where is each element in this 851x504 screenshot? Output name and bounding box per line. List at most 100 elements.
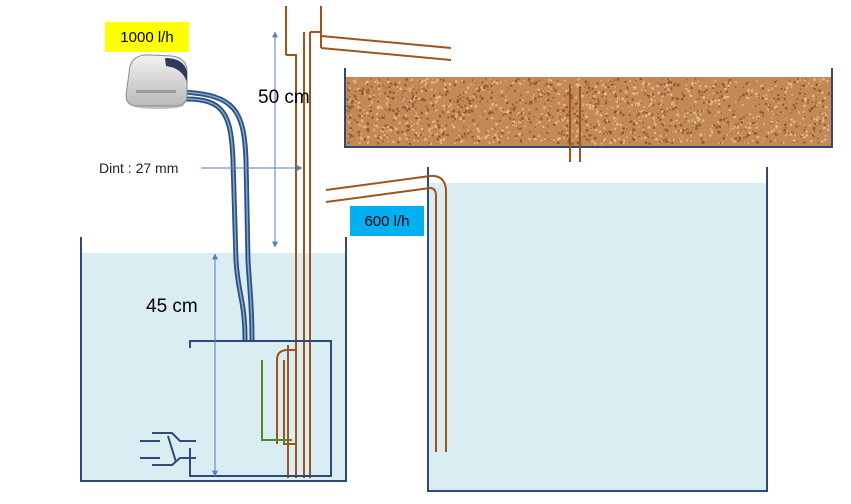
gravel-grain (824, 117, 827, 120)
gravel-grain (773, 97, 776, 100)
gravel-grain (727, 104, 731, 108)
gravel-grain (349, 134, 353, 137)
gravel-grain (565, 89, 568, 93)
gravel-grain (393, 126, 396, 130)
height-top-label: 50 cm (258, 87, 310, 108)
gravel-grain (804, 127, 807, 129)
gravel-grain (745, 129, 747, 131)
gravel-grain (613, 138, 616, 141)
gravel-grain (415, 91, 418, 94)
gravel-grain (452, 115, 455, 118)
gravel-grain (600, 110, 602, 113)
gravel-grain (610, 90, 612, 92)
gravel-grain (470, 131, 472, 133)
gravel-grain (557, 102, 559, 104)
gravel-grain (628, 106, 630, 108)
gravel-grain (519, 102, 521, 104)
gravel-grain (646, 94, 649, 97)
gravel-grain (401, 131, 404, 133)
gravel-grain (707, 100, 711, 104)
gravel-grain (771, 110, 773, 112)
gravel-grain (775, 125, 778, 128)
gravel-grain (520, 94, 522, 96)
gravel-grain (560, 118, 562, 121)
gravel-grain (496, 138, 500, 142)
gravel-grain (360, 119, 364, 123)
gravel-grain (756, 135, 759, 139)
gravel-grain (601, 84, 605, 87)
gravel-grain (618, 138, 620, 140)
gravel-grain (416, 122, 419, 125)
gravel-grain (667, 91, 670, 94)
gravel-grain (767, 108, 770, 111)
gravel-grain (663, 93, 666, 96)
gravel-grain (385, 108, 387, 111)
gravel-grain (742, 93, 745, 97)
gravel-grain (824, 134, 827, 137)
gravel-grain (495, 103, 498, 107)
gravel-grain (706, 101, 709, 104)
gravel-grain (355, 78, 357, 80)
gravel-grain (676, 113, 679, 117)
gravel-grain (673, 120, 675, 122)
gravel-grain (818, 83, 820, 86)
gravel-grain (506, 111, 509, 114)
gravel-grain (575, 82, 578, 85)
gravel-grain (603, 120, 606, 123)
gravel-grain (715, 83, 717, 86)
gravel-grain (377, 142, 379, 145)
gravel-grain (692, 124, 695, 127)
gravel-grain (499, 81, 502, 84)
gravel-grain (705, 89, 708, 92)
gravel-grain (673, 83, 676, 86)
gravel-grain (426, 85, 429, 88)
gravel-grain (796, 140, 798, 143)
gravel-grain (631, 92, 634, 94)
gravel-grain (548, 93, 550, 96)
gravel-grain (796, 80, 799, 83)
gravel-grain (805, 130, 808, 133)
gravel-grain (350, 98, 352, 100)
gravel-grain (635, 139, 637, 141)
gravel-grain (695, 114, 698, 117)
gravel-grain (659, 118, 662, 121)
gravel-grain (501, 129, 504, 132)
gravel-grain (673, 85, 675, 87)
gravel-grain (382, 119, 384, 121)
gravel-grain (457, 96, 459, 98)
gravel-grain (694, 78, 697, 80)
gravel-grain (582, 104, 584, 107)
gravel-grain (347, 141, 350, 144)
gravel-grain (478, 139, 481, 143)
gravel-grain (442, 104, 446, 108)
gravel-grain (584, 120, 587, 123)
gravel-grain (586, 91, 588, 94)
gravel-grain (735, 81, 737, 83)
gravel-grain (438, 115, 442, 118)
gravel-grain (398, 137, 401, 139)
gravel-grain (743, 128, 745, 130)
gravel-grain (401, 96, 404, 98)
gravel-grain (507, 137, 510, 139)
gravel-grain (666, 83, 669, 86)
gravel-grain (465, 109, 467, 111)
sump-water (81, 253, 346, 481)
gravel-grain (495, 108, 497, 111)
gravel-grain (410, 78, 413, 81)
gravel-grain (759, 96, 762, 98)
gravel-grain (380, 92, 382, 94)
gravel-grain (378, 134, 380, 136)
gravel-grain (718, 106, 721, 108)
gravel-grain (823, 124, 826, 127)
gravel-grain (810, 107, 814, 110)
gravel-grain (449, 88, 451, 90)
gravel-grain (465, 110, 468, 113)
gravel-grain (434, 100, 438, 104)
gravel-grain (350, 105, 354, 108)
gravel-grain (740, 123, 743, 126)
gravel-grain (631, 104, 634, 106)
gravel-grain (777, 102, 779, 104)
gravel-grain (571, 87, 573, 89)
fish-tank-outline (427, 167, 768, 492)
gravel-grain (465, 127, 467, 129)
